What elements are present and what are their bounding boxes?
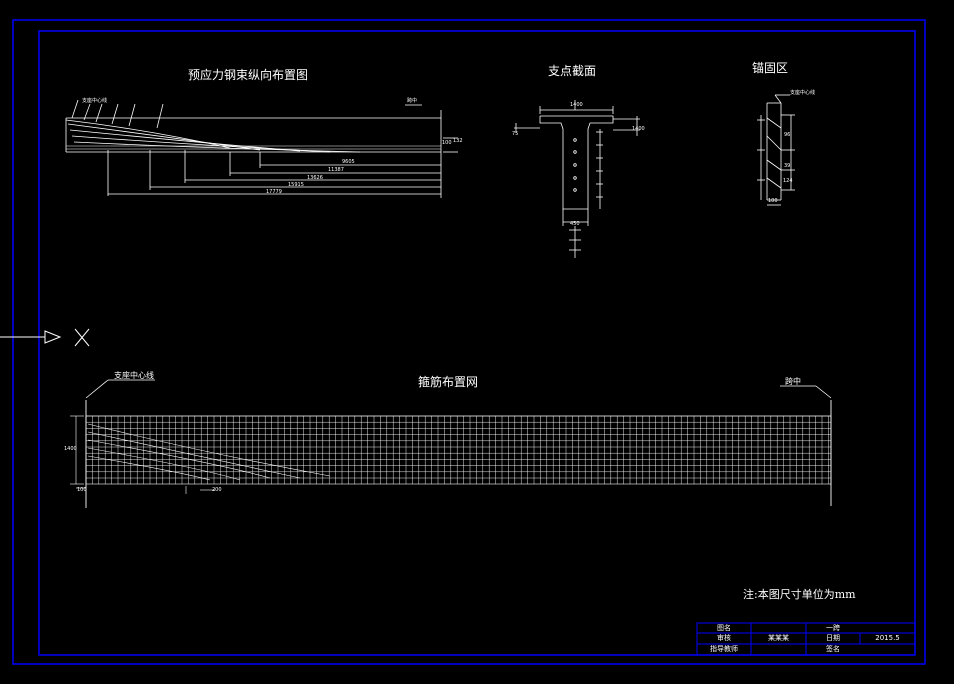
stirrup-grid-lines — [85, 415, 831, 484]
tendon-dim-4: 15915 — [288, 182, 304, 188]
tb-r2c3: 签名 — [826, 645, 840, 653]
anchorage-leader-label: 支座中心线 — [790, 90, 816, 96]
section-side-dim-1: 75 — [512, 131, 519, 137]
tb-r1c4: 2015.5 — [875, 634, 900, 642]
tendon-dim-5: 17779 — [266, 189, 282, 195]
grid-support-label: 支座中心线 — [114, 371, 154, 380]
tb-r0c2: 一跨 — [826, 624, 840, 632]
anchorage-dim-2: 39 — [784, 163, 791, 169]
tendon-dim-1: 9605 — [342, 159, 355, 165]
tb-r1c3: 日期 — [826, 634, 840, 642]
grid-spacing-dim: 200 — [212, 487, 222, 493]
support-section-title: 支点截面 — [548, 64, 597, 78]
tendon-layout-title: 预应力钢束纵向布置图 — [188, 68, 309, 82]
section-bottom-dim: 450 — [570, 221, 580, 227]
outer-frame — [12, 19, 926, 665]
units-note: 注:本图尺寸单位为mm — [743, 588, 856, 601]
anchorage-dim-3: 124 — [783, 178, 793, 184]
inner-frame — [38, 30, 916, 656]
anchorage-dim-1: 96 — [784, 132, 791, 138]
tb-r2c0: 指导教师 — [710, 645, 738, 653]
tb-r1c0: 审核 — [717, 634, 731, 642]
grid-midspan-label: 跨中 — [785, 377, 801, 386]
anchorage-zone-view — [757, 94, 795, 206]
ucs-axis-icon — [0, 328, 90, 347]
tb-r0c0: 图名 — [717, 624, 731, 632]
tendon-dim-2: 11387 — [328, 167, 344, 173]
support-section-view — [514, 100, 640, 258]
stirrup-grid-title: 箍筋布置网 — [418, 375, 479, 389]
grid-height-dim: 1400 — [64, 446, 77, 452]
tendon-midspan-label: 跨中 — [407, 98, 418, 104]
tendon-support-label: 支座中心线 — [82, 98, 108, 104]
title-block — [696, 622, 916, 656]
stirrup-grid-view — [70, 379, 832, 508]
tb-r1c1: 某某某 — [768, 634, 789, 642]
anchorage-dim-4: 100 — [768, 198, 778, 204]
tendon-height-dim-1: 100 — [442, 140, 452, 146]
section-top-dim: 1400 — [570, 102, 583, 108]
grid-end-dim: 100 — [77, 487, 87, 493]
tendon-dim-3: 13626 — [307, 175, 323, 181]
anchorage-title: 锚固区 — [752, 61, 789, 75]
section-side-dim-2: 1400 — [632, 126, 645, 132]
tendon-layout-view — [65, 99, 458, 198]
tendon-height-dim-2: 132 — [453, 138, 463, 144]
